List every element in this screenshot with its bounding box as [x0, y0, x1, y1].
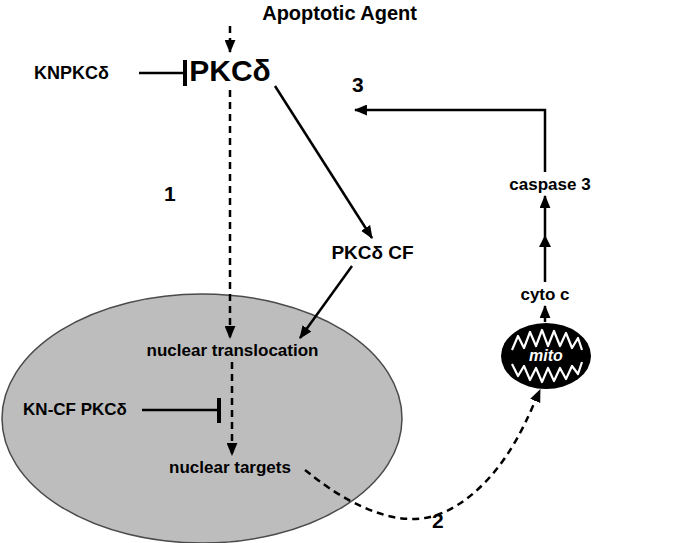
connector-arrow: [355, 110, 545, 172]
connector-arrow: [300, 266, 352, 338]
node-text: nuclear targets: [169, 459, 291, 476]
inhibitor-line: [142, 398, 221, 423]
connector-arrow: [305, 390, 540, 519]
step-arrowhead: [539, 235, 551, 247]
cytochrome-label: cyto c: [495, 282, 595, 306]
node-text: mito: [529, 348, 563, 364]
process-label: nuclear translocation: [135, 338, 330, 362]
callout-number: 3: [352, 74, 364, 95]
target-label: nuclear targets: [155, 455, 305, 479]
connector-arrow: [544, 306, 547, 322]
inhibitor-stem: [142, 409, 218, 412]
connector-arrow: [544, 196, 547, 282]
agent-label: Apoptotic Agent: [222, 0, 417, 26]
node-text: KNPKCδ: [34, 64, 109, 82]
callout-number: 2: [432, 510, 444, 531]
caspase-label: caspase 3: [495, 172, 605, 196]
nucleus-fill: [2, 294, 402, 543]
node-text: nuclear translocation: [147, 342, 319, 359]
connector-arrow: [229, 90, 232, 338]
callout-number: 1: [164, 183, 176, 204]
connector-arrow: [229, 26, 232, 52]
node-text: cyto c: [520, 286, 569, 303]
cristae-line: [512, 330, 582, 350]
node-text: KN-CF PKCδ: [23, 401, 127, 418]
fragment-label: PKCδ CF: [300, 238, 445, 266]
mitochondrion-shape: mito: [500, 322, 592, 390]
connector-arrow: [275, 86, 372, 238]
mitochondrion-body: [501, 323, 591, 389]
node-text: Apoptotic Agent: [262, 3, 417, 23]
node-text: PKCδ CF: [331, 243, 413, 262]
cristae-line: [512, 362, 582, 382]
kinase-label: PKCδ: [185, 52, 275, 90]
inhibitor-label: KNPKCδ: [4, 60, 139, 86]
node-text: PKCδ: [189, 56, 271, 86]
connector-arrow: [231, 362, 234, 455]
nucleus-ellipse: nuclear translocationKN-CF PKCδ nuclear t…: [0, 290, 404, 543]
connector-arrow: [139, 72, 185, 75]
inhibitor-bar: [217, 398, 221, 423]
inhibitor-label: KN-CF PKCδ: [10, 397, 140, 421]
node-text: caspase 3: [509, 176, 590, 193]
